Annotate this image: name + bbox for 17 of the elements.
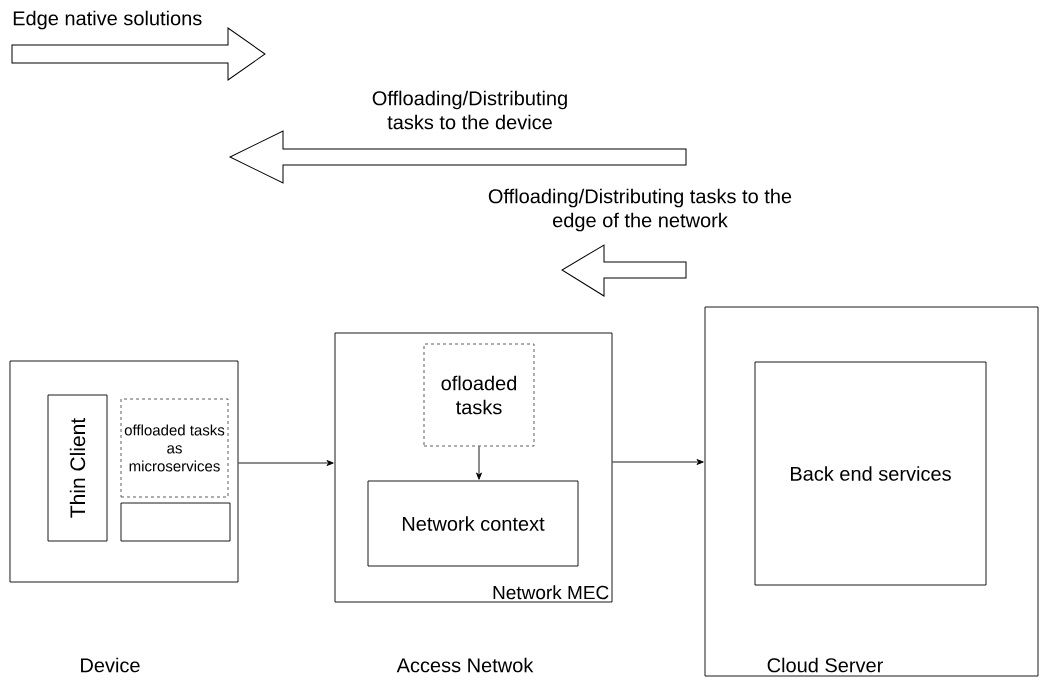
services-box: Back end services (754, 361, 987, 586)
device-box (9, 360, 239, 583)
arrow (238, 460, 334, 466)
arrow (612, 459, 704, 465)
caption: Access Netwok (396, 657, 534, 673)
caption: Device (81, 657, 140, 673)
server-box (704, 306, 1039, 677)
dashed-box: ofloaded tasks (423, 343, 535, 447)
dashed-box: offloaded tasks as microservices (120, 398, 229, 498)
arrow (476, 446, 482, 480)
caption: Cloud Server (767, 657, 883, 673)
note-text: Edge native solutions (13, 10, 202, 30)
client-box: Thin Client (47, 394, 108, 542)
note-text: Offloading/Distributing tasks to the edge of the network (488, 188, 792, 232)
engine-box (120, 502, 231, 542)
note-text: Offloading/Distributing tasks to the device (372, 90, 567, 130)
context-box: Network context (367, 480, 579, 567)
